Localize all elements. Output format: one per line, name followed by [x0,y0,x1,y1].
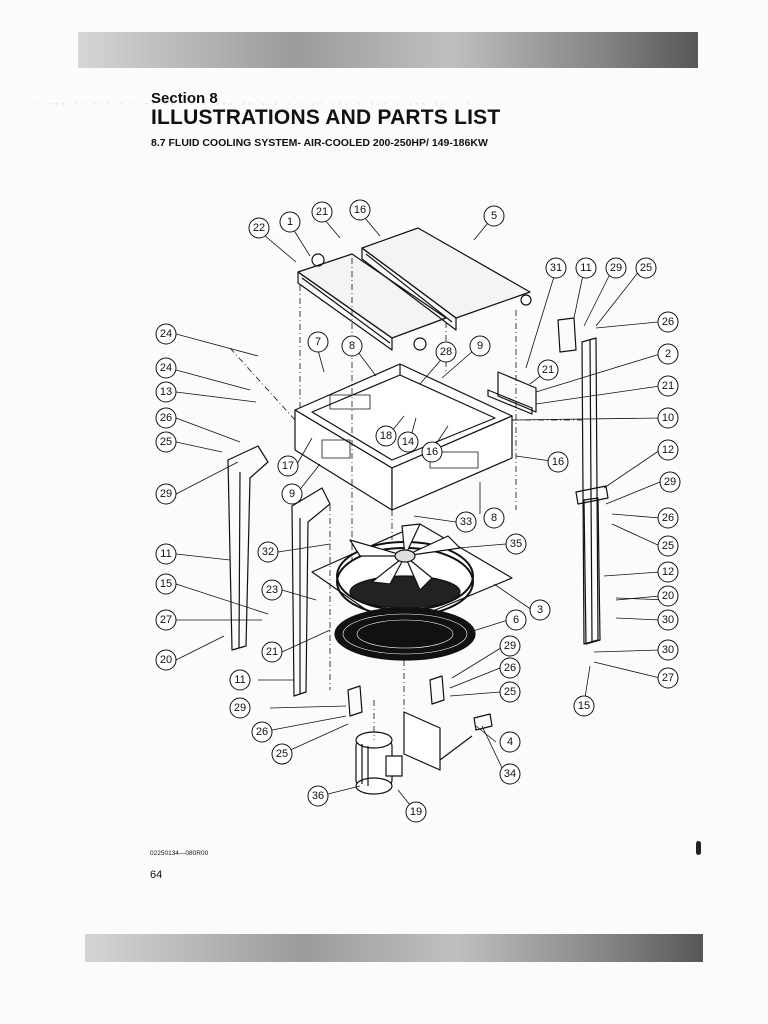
callout-5: 5 [491,210,497,222]
callout-30: 30 [662,644,674,656]
callout-18: 18 [380,430,392,442]
assembly-lines [229,258,582,740]
callout-12: 12 [662,444,674,456]
callout-29: 29 [160,488,172,500]
callout-1: 1 [287,216,293,228]
callout-balloons [155,199,681,823]
callout-11: 11 [234,674,245,686]
section-label: Section 8 [151,90,218,107]
callout-21: 21 [266,646,278,658]
page-heading: ILLUSTRATIONS AND PARTS LIST [151,106,501,129]
callout-15: 15 [578,700,590,712]
callout-15: 15 [160,578,172,590]
cooler-core-right [361,227,532,331]
callout-19: 19 [410,806,422,818]
callout-20: 20 [662,590,674,602]
callout-17: 17 [282,460,294,472]
callout-11: 11 [580,262,591,274]
callout-29: 29 [504,640,516,652]
callout-35: 35 [510,538,522,550]
callout-32: 32 [262,546,274,558]
callout-8: 8 [349,340,355,352]
callout-25: 25 [504,686,516,698]
scan-shadow-top [78,32,698,68]
callout-9: 9 [289,488,295,500]
callout-16: 16 [552,456,564,468]
callout-27: 27 [662,672,674,684]
scan-shadow-bottom [85,934,703,962]
page-number: 64 [150,869,163,881]
bleed-through-text: · ··· ·· ··· · · ·· ··· · · ··· ·· · · ·… [35,98,474,110]
callout-21: 21 [662,380,674,392]
callout-12: 12 [662,566,674,578]
callout-23: 23 [266,584,278,596]
callout-4: 4 [507,736,513,748]
callout-20: 20 [160,654,172,666]
callout-28: 28 [440,346,452,358]
callout-24: 24 [160,328,172,340]
callout-3: 3 [537,604,543,616]
callout-2: 2 [665,348,671,360]
callout-21: 21 [542,364,554,376]
callout-36: 36 [312,790,324,802]
callout-6: 6 [513,614,519,626]
callout-8: 8 [491,512,497,524]
motor [355,731,403,795]
callout-16: 16 [354,204,366,216]
callout-14: 14 [402,436,414,448]
callout-26: 26 [662,316,674,328]
callout-29: 29 [664,476,676,488]
leg-back-right [581,337,599,645]
leg-front-left [291,487,331,697]
document-code: 02250134—080R00 [150,850,209,857]
motor-mount [347,675,493,771]
callout-10: 10 [662,412,674,424]
callout-26: 26 [662,512,674,524]
callout-13: 13 [160,386,172,398]
exploded-parts-diagram: 22 1 21 16 5 31 11 29 25 26 2 21 10 12 2… [155,199,681,823]
callout-33: 33 [460,516,472,528]
callout-21: 21 [316,206,328,218]
fan-guard [334,607,476,661]
leg-back-left [227,445,269,651]
callout-26: 26 [256,726,268,738]
callout-25: 25 [640,262,652,274]
callout-26: 26 [504,662,516,674]
callout-27: 27 [160,614,172,626]
callout-22: 22 [253,222,265,234]
callout-9: 9 [477,340,483,352]
callout-29: 29 [610,262,622,274]
callout-31: 31 [550,262,562,274]
callout-26: 26 [160,412,172,424]
callout-24: 24 [160,362,172,374]
callout-30: 30 [662,614,674,626]
callout-7: 7 [315,336,321,348]
fan-blades [349,523,461,591]
callout-16: 16 [426,446,438,458]
leg-front-right [575,485,609,645]
callout-25: 25 [276,748,288,760]
callout-11: 11 [160,548,171,560]
callout-34: 34 [504,768,516,780]
callout-29: 29 [234,702,246,714]
callout-25: 25 [662,540,674,552]
sub-heading: 8.7 FLUID COOLING SYSTEM- AIR-COOLED 200… [151,137,488,149]
binding-mark [696,841,701,855]
mounting-plates [487,317,577,415]
callout-25: 25 [160,436,172,448]
